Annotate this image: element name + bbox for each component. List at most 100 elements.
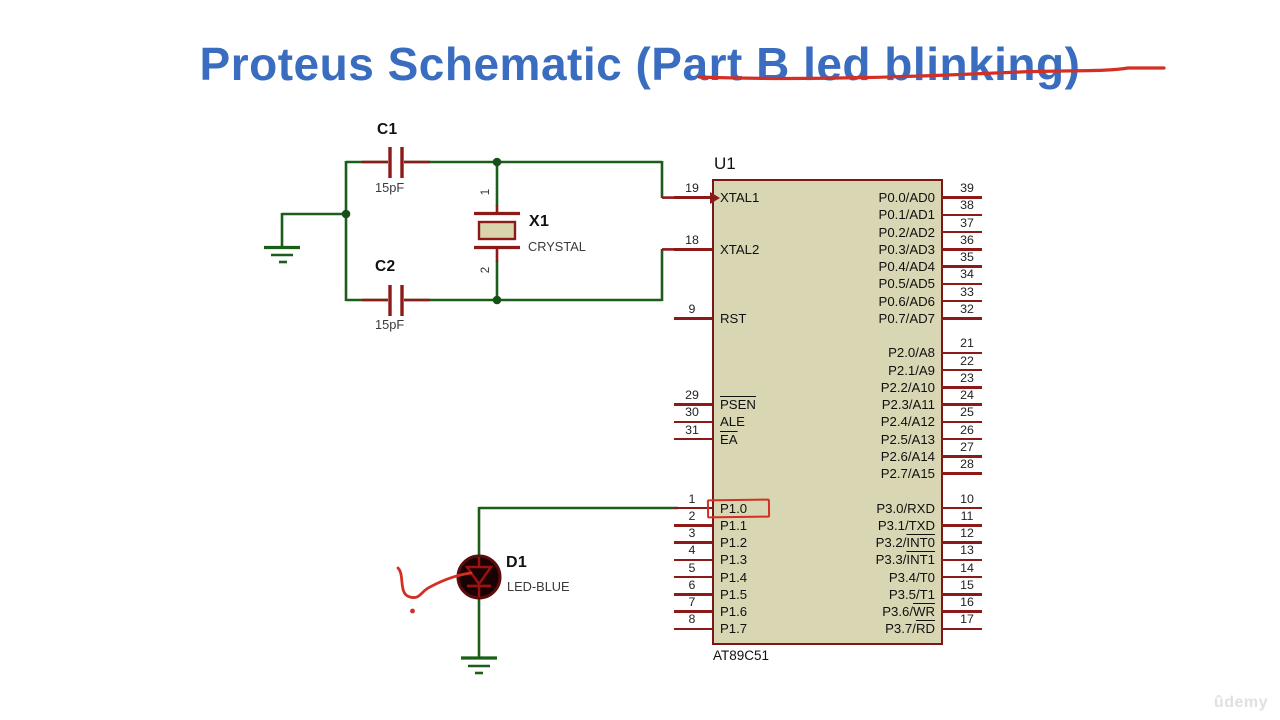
- pin-stub: [941, 455, 982, 458]
- pin-number: 38: [960, 198, 974, 213]
- pin-label: P1.5: [720, 586, 748, 602]
- pin-label-overline: PSEN: [720, 397, 756, 413]
- p1-0-highlight-box: [706, 498, 771, 519]
- pin-label: XTAL1: [720, 190, 760, 206]
- d1-ref: D1: [506, 554, 528, 571]
- pin-number: 4: [688, 543, 696, 558]
- pin-label: P2.7/A15: [880, 466, 935, 482]
- c2-value: 15pF: [375, 317, 405, 332]
- pin-label: ALE: [720, 414, 745, 430]
- pin-stub: [674, 317, 712, 320]
- ground-symbol-left: [264, 245, 300, 264]
- pin-label: P0.0/AD0: [878, 190, 935, 206]
- pin-stub: [941, 299, 982, 303]
- pin-number: 10: [960, 491, 974, 506]
- pin-stub: [674, 610, 712, 613]
- pin-label: P3.0/RXD: [876, 500, 935, 516]
- pin-number: 30: [685, 405, 699, 420]
- pin-label: P3.1/TXD: [877, 517, 935, 533]
- pin-label: P1.7: [720, 621, 748, 637]
- c1-value: 15pF: [375, 180, 405, 195]
- pin-number: 29: [685, 388, 699, 403]
- wire-green-net: [280, 160, 678, 658]
- pin-number: 19: [685, 181, 699, 196]
- pin-label: P2.6/A14: [880, 448, 935, 464]
- pin-label: P2.2/A10: [880, 379, 935, 395]
- pin-number: 27: [960, 439, 974, 454]
- pin-stub: [941, 368, 982, 372]
- pin-label: P1.0: [720, 500, 748, 516]
- pin-label-overline: RD: [915, 621, 935, 637]
- pin-number: 16: [960, 595, 974, 610]
- pin-label: P0.2/AD2: [878, 224, 935, 240]
- pin-stub: [941, 524, 982, 527]
- pin-number: 23: [960, 370, 974, 385]
- pin-stub: [941, 386, 982, 389]
- x1-ref: X1: [529, 213, 550, 230]
- pin-number: 33: [960, 284, 974, 299]
- pin-label: P3.6/WR: [882, 604, 935, 620]
- x1-pin1-number: 1: [480, 188, 492, 196]
- pin-number: 5: [688, 560, 696, 575]
- pin-number: 25: [960, 405, 974, 420]
- pin-label: P3.5/T1: [888, 586, 935, 602]
- pin-stub: [941, 230, 982, 234]
- pin-stub: [941, 282, 982, 286]
- pin-number: 15: [960, 577, 974, 592]
- pin-number: 31: [685, 422, 699, 437]
- pin-stub: [941, 472, 982, 475]
- led-pointer-annotation: [396, 566, 473, 599]
- pin-number: 24: [960, 388, 974, 403]
- pin-label: P1.6: [720, 604, 748, 620]
- clock-input-arrow-icon: [710, 191, 720, 204]
- pin-stub: [941, 351, 982, 355]
- c1-ref: C1: [377, 121, 398, 138]
- pin-stub: [941, 213, 982, 217]
- pin-number: 8: [688, 612, 696, 627]
- pin-label: P0.7/AD7: [878, 310, 935, 326]
- pin-label: P1.1: [720, 517, 748, 533]
- pin-stub: [941, 593, 982, 596]
- pin-number: 13: [960, 543, 974, 558]
- pin-stub: [941, 317, 982, 320]
- pin-label: P1.2: [720, 535, 748, 551]
- udemy-watermark: ûdemy: [1213, 694, 1268, 711]
- pin-stub: [674, 541, 712, 544]
- pin-label: P3.2/INT0: [875, 535, 935, 551]
- pin-stub: [674, 575, 712, 579]
- pin-label: PSEN: [720, 396, 756, 413]
- mcu-at89c51-body: [712, 179, 943, 645]
- pin-label: P2.1/A9: [888, 362, 935, 378]
- capacitor-c1-symbol: [362, 147, 430, 178]
- pin-number: 35: [960, 250, 974, 265]
- pin-stub: [674, 506, 712, 510]
- pin-number: 3: [688, 526, 696, 541]
- pin-stub: [674, 437, 712, 441]
- pin-stub: [941, 196, 982, 199]
- pin-label: P3.4/T0: [888, 569, 935, 585]
- pin-label-overline: INT1: [906, 552, 935, 568]
- pin-stub: [941, 437, 982, 441]
- pin-label-overline: INT0: [906, 535, 935, 551]
- pin-label: P2.4/A12: [880, 414, 935, 430]
- pin-stub: [674, 403, 712, 406]
- pin-label: RST: [720, 310, 747, 326]
- pin-label: P1.3: [720, 552, 748, 568]
- pin-stub: [674, 627, 712, 631]
- pin-number: 22: [960, 353, 974, 368]
- pin-number: 37: [960, 215, 974, 230]
- pin-stub: [941, 248, 982, 251]
- pin-number: 34: [960, 267, 974, 282]
- pin-label: P0.3/AD3: [878, 241, 935, 257]
- pin-stub: [674, 593, 712, 596]
- mcu-part-number: AT89C51: [713, 648, 770, 663]
- pin-stub: [674, 420, 712, 424]
- pin-number: 21: [960, 336, 974, 351]
- pin-label: P2.0/A8: [888, 345, 935, 361]
- pin-stub: [941, 541, 982, 544]
- junction-dots: [341, 157, 502, 305]
- pin-label-overline: WR: [913, 604, 935, 620]
- pin-number: 9: [688, 301, 696, 316]
